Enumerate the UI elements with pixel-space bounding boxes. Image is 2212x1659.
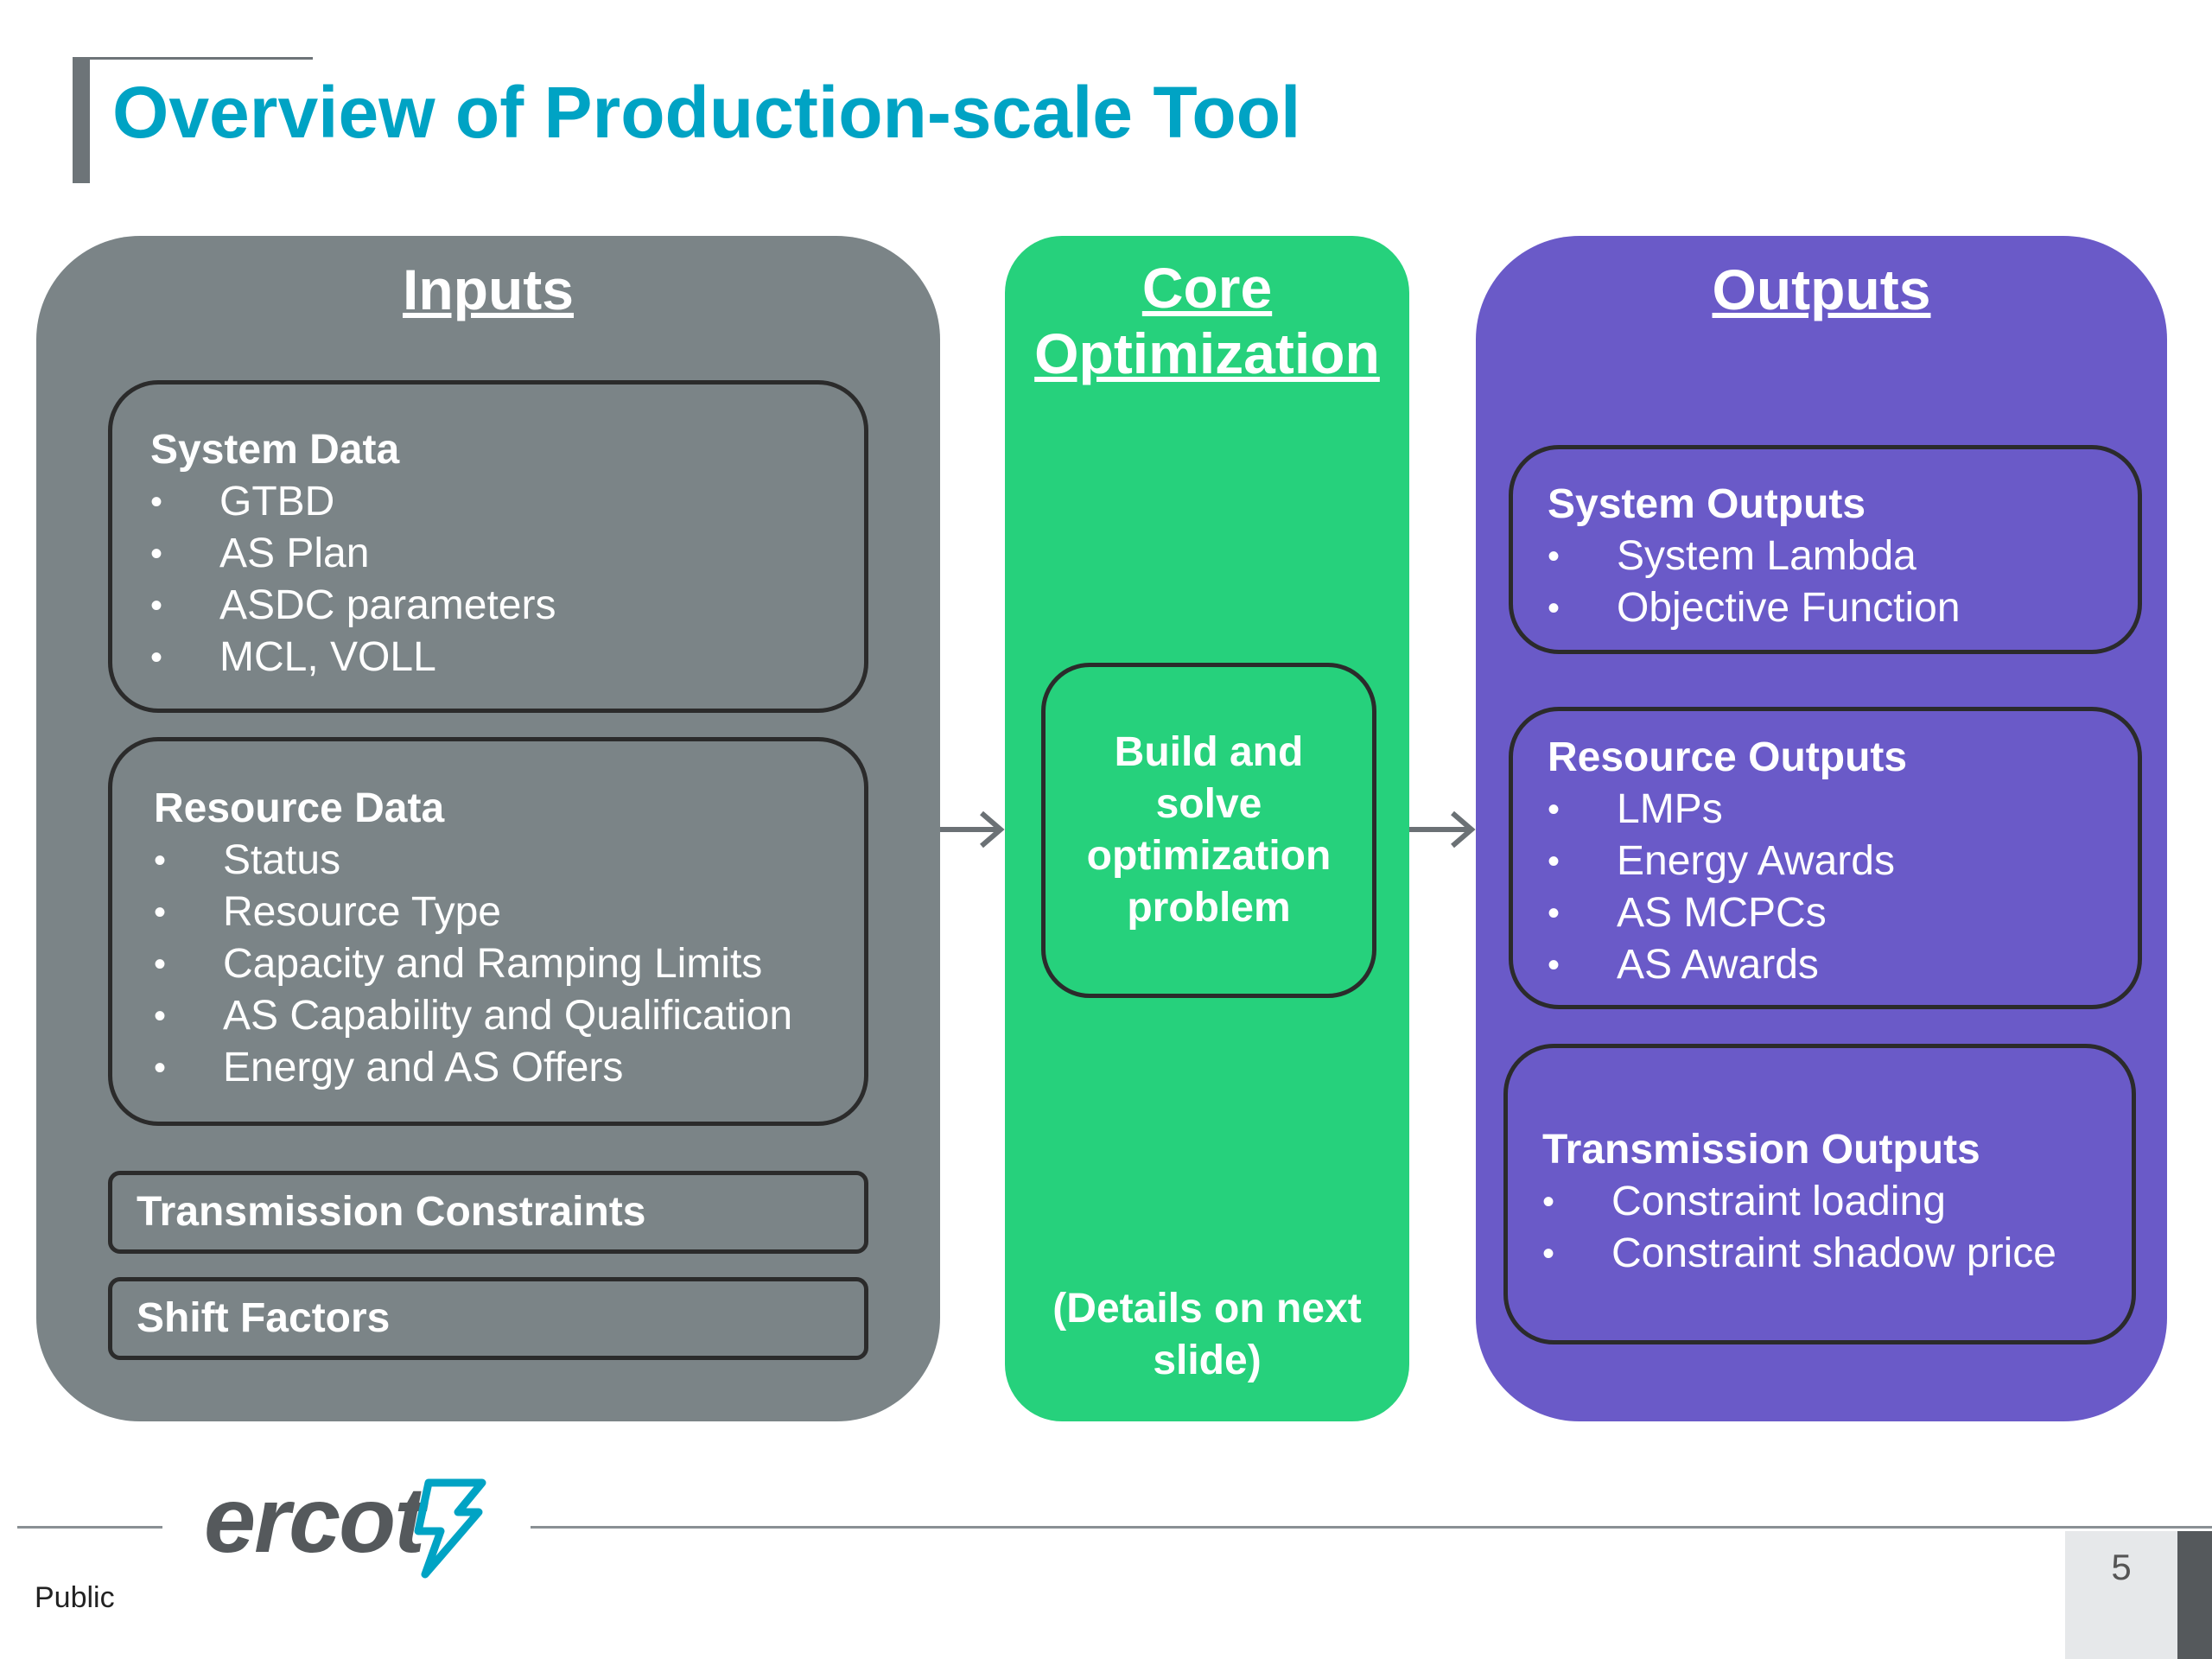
- resource-outputs-heading: Resource Outputs: [1548, 734, 1908, 780]
- shift-factors-label: Shift Factors: [137, 1295, 391, 1341]
- core-optimization-panel: [1005, 236, 1409, 1421]
- inputs-title-wrap: Inputs: [36, 257, 940, 323]
- classification-label: Public: [35, 1581, 115, 1614]
- shift-factors-box: Shift Factors: [108, 1277, 868, 1360]
- system-data-heading: System Data: [150, 427, 400, 473]
- details-note-line1: (Details on next: [1052, 1286, 1362, 1332]
- page-title: Overview of Production-scale Tool: [112, 72, 1301, 153]
- resource-data-heading: Resource Data: [154, 785, 445, 831]
- list-item: Energy Awards: [1548, 836, 2138, 887]
- outputs-title: Outputs: [1712, 257, 1931, 321]
- page-number-accent: [2177, 1531, 2212, 1659]
- footer-rule-left: [17, 1526, 162, 1529]
- details-note-line2: slide): [1153, 1338, 1262, 1383]
- list-item: Resource Type: [154, 887, 864, 938]
- list-item: Status: [154, 835, 864, 887]
- resource-outputs-box: Resource Outputs LMPs Energy Awards AS M…: [1509, 707, 2142, 1009]
- build-solve-line: optimization: [1086, 833, 1332, 879]
- system-data-box: System Data GTBD AS Plan ASDC parameters…: [108, 380, 868, 713]
- list-item: MCL, VOLL: [150, 632, 864, 683]
- list-item: System Lambda: [1548, 531, 2138, 582]
- transmission-outputs-heading: Transmission Outputs: [1542, 1127, 1980, 1173]
- footer-rule-right: [531, 1526, 2212, 1529]
- resource-data-list: Status Resource Type Capacity and Rampin…: [154, 835, 864, 1094]
- build-solve-line: solve: [1155, 781, 1262, 827]
- list-item: LMPs: [1548, 784, 2138, 836]
- list-item: Capacity and Ramping Limits: [154, 938, 864, 990]
- ercot-logo: ercot: [204, 1467, 425, 1572]
- system-outputs-list: System Lambda Objective Function: [1548, 531, 2138, 634]
- list-item: ASDC parameters: [150, 580, 864, 632]
- transmission-outputs-list: Constraint loading Constraint shadow pri…: [1542, 1176, 2132, 1280]
- list-item: Constraint shadow price: [1542, 1228, 2132, 1280]
- list-item: GTBD: [150, 476, 864, 528]
- build-solve-box: Build and solve optimization problem: [1041, 663, 1376, 998]
- core-title-line2: Optimization: [1034, 321, 1380, 385]
- resource-data-box: Resource Data Status Resource Type Capac…: [108, 737, 868, 1126]
- title-accent-bar: [73, 57, 90, 183]
- arrow-right-icon: [940, 810, 1005, 849]
- ercot-bolt-icon: [414, 1478, 486, 1579]
- title-accent-line: [73, 57, 313, 60]
- system-outputs-heading: System Outputs: [1548, 481, 1866, 527]
- core-title-wrap: Core Optimization: [1005, 256, 1409, 387]
- list-item: Constraint loading: [1542, 1176, 2132, 1228]
- list-item: AS Capability and Qualification: [154, 990, 864, 1042]
- list-item: AS Plan: [150, 528, 864, 580]
- transmission-constraints-label: Transmission Constraints: [137, 1189, 646, 1235]
- core-title-line1: Core: [1141, 256, 1273, 320]
- resource-outputs-list: LMPs Energy Awards AS MCPCs AS Awards: [1548, 784, 2138, 991]
- page-number: 5: [2111, 1547, 2132, 1587]
- build-solve-line: problem: [1127, 885, 1291, 931]
- list-item: Energy and AS Offers: [154, 1042, 864, 1094]
- list-item: AS MCPCs: [1548, 887, 2138, 939]
- build-solve-text: Build and solve optimization problem: [1087, 727, 1332, 934]
- transmission-constraints-box: Transmission Constraints: [108, 1171, 868, 1254]
- arrow-right-icon: [1409, 810, 1476, 849]
- list-item: Objective Function: [1548, 582, 2138, 634]
- inputs-panel: [36, 236, 940, 1421]
- build-solve-line: Build and: [1114, 729, 1304, 775]
- system-outputs-box: System Outputs System Lambda Objective F…: [1509, 445, 2142, 654]
- outputs-title-wrap: Outputs: [1476, 257, 2167, 323]
- details-note: (Details on next slide): [1005, 1283, 1409, 1387]
- transmission-outputs-box: Transmission Outputs Constraint loading …: [1503, 1044, 2136, 1344]
- system-data-list: GTBD AS Plan ASDC parameters MCL, VOLL: [150, 476, 864, 683]
- inputs-title: Inputs: [403, 257, 574, 321]
- page-number-box: [2065, 1531, 2177, 1659]
- list-item: AS Awards: [1548, 939, 2138, 991]
